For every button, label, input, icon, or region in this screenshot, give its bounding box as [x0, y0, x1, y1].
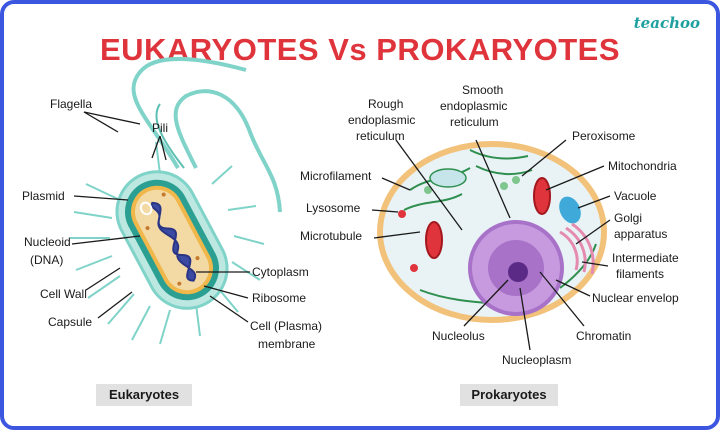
- label-microfilament: Microfilament: [300, 169, 372, 183]
- animal-cell-illustration: [377, 141, 607, 323]
- label-nucleoid: Nucleoid: [24, 235, 71, 249]
- brand-logo: teachoo: [633, 14, 700, 32]
- lysosome-dot: [398, 210, 406, 218]
- label-nucleoid-dna: (DNA): [30, 253, 63, 267]
- pili: [70, 141, 265, 345]
- nucleolus-bubble: [429, 168, 467, 188]
- golgi-apparatus-shape: [559, 222, 595, 275]
- peroxisome-dot: [424, 186, 432, 194]
- label-golgi-2: apparatus: [614, 227, 667, 241]
- label-ribosome: Ribosome: [252, 291, 306, 305]
- peroxisome-dot: [500, 182, 508, 190]
- plasmid-ring: [139, 201, 153, 216]
- label-nuclear-envelop: Nuclear envelop: [592, 291, 679, 305]
- label-microtubule: Microtubule: [300, 229, 362, 243]
- label-lysosome: Lysosome: [306, 201, 361, 215]
- ribosome-dot: [195, 256, 200, 261]
- label-vacuole: Vacuole: [614, 189, 657, 203]
- caption-prokaryotes: Prokaryotes: [460, 384, 558, 406]
- label-peroxisome: Peroxisome: [572, 129, 636, 143]
- ribosome-dot: [177, 281, 182, 286]
- label-cell-membrane: Cell (Plasma): [250, 319, 322, 333]
- label-pili: Pili: [152, 121, 168, 135]
- label-plasmid: Plasmid: [22, 189, 65, 203]
- bacterium-illustration: [70, 56, 282, 345]
- label-mitochondria: Mitochondria: [608, 159, 677, 173]
- bacterium-leader-lines: [71, 111, 250, 323]
- flagellum-1: [131, 56, 247, 170]
- nucleoid-dna: [150, 201, 197, 282]
- peroxisome-dot: [512, 176, 520, 184]
- label-capsule: Capsule: [48, 315, 92, 329]
- label-golgi: Golgi: [614, 211, 642, 225]
- flagellum-3: [155, 103, 185, 169]
- label-smooth-er-2: endoplasmic: [440, 99, 507, 113]
- label-cell-wall: Cell Wall: [40, 287, 87, 301]
- label-smooth-er: Smooth: [462, 83, 503, 97]
- mitochondrion: [533, 177, 551, 215]
- label-intermediate-filaments-2: filaments: [616, 267, 664, 281]
- cell-leader-lines: [371, 139, 611, 351]
- ribosome-dot: [161, 192, 166, 197]
- label-cytoplasm: Cytoplasm: [252, 265, 309, 279]
- label-flagella: Flagella: [50, 97, 92, 111]
- caption-eukaryotes: Eukaryotes: [96, 384, 192, 406]
- label-rough-er-2: endoplasmic: [348, 113, 415, 127]
- label-smooth-er-3: reticulum: [450, 115, 499, 129]
- page-title: EUKARYOTES Vs PROKARYOTES: [99, 32, 621, 67]
- vacuole-shape: [559, 196, 581, 224]
- label-intermediate-filaments: Intermediate: [612, 251, 679, 265]
- mitochondrion: [425, 221, 443, 259]
- label-nucleoplasm: Nucleoplasm: [502, 353, 571, 367]
- label-nucleolus: Nucleolus: [432, 329, 485, 343]
- flagellum-2: [173, 89, 282, 213]
- label-cell-membrane-2: membrane: [258, 337, 316, 351]
- label-rough-er-3: reticulum: [356, 129, 405, 143]
- ribosome-dot: [145, 226, 150, 231]
- lysosome-dot: [410, 264, 418, 272]
- label-rough-er: Rough: [368, 97, 403, 111]
- label-chromatin: Chromatin: [576, 329, 631, 343]
- nucleolus-core: [508, 262, 528, 282]
